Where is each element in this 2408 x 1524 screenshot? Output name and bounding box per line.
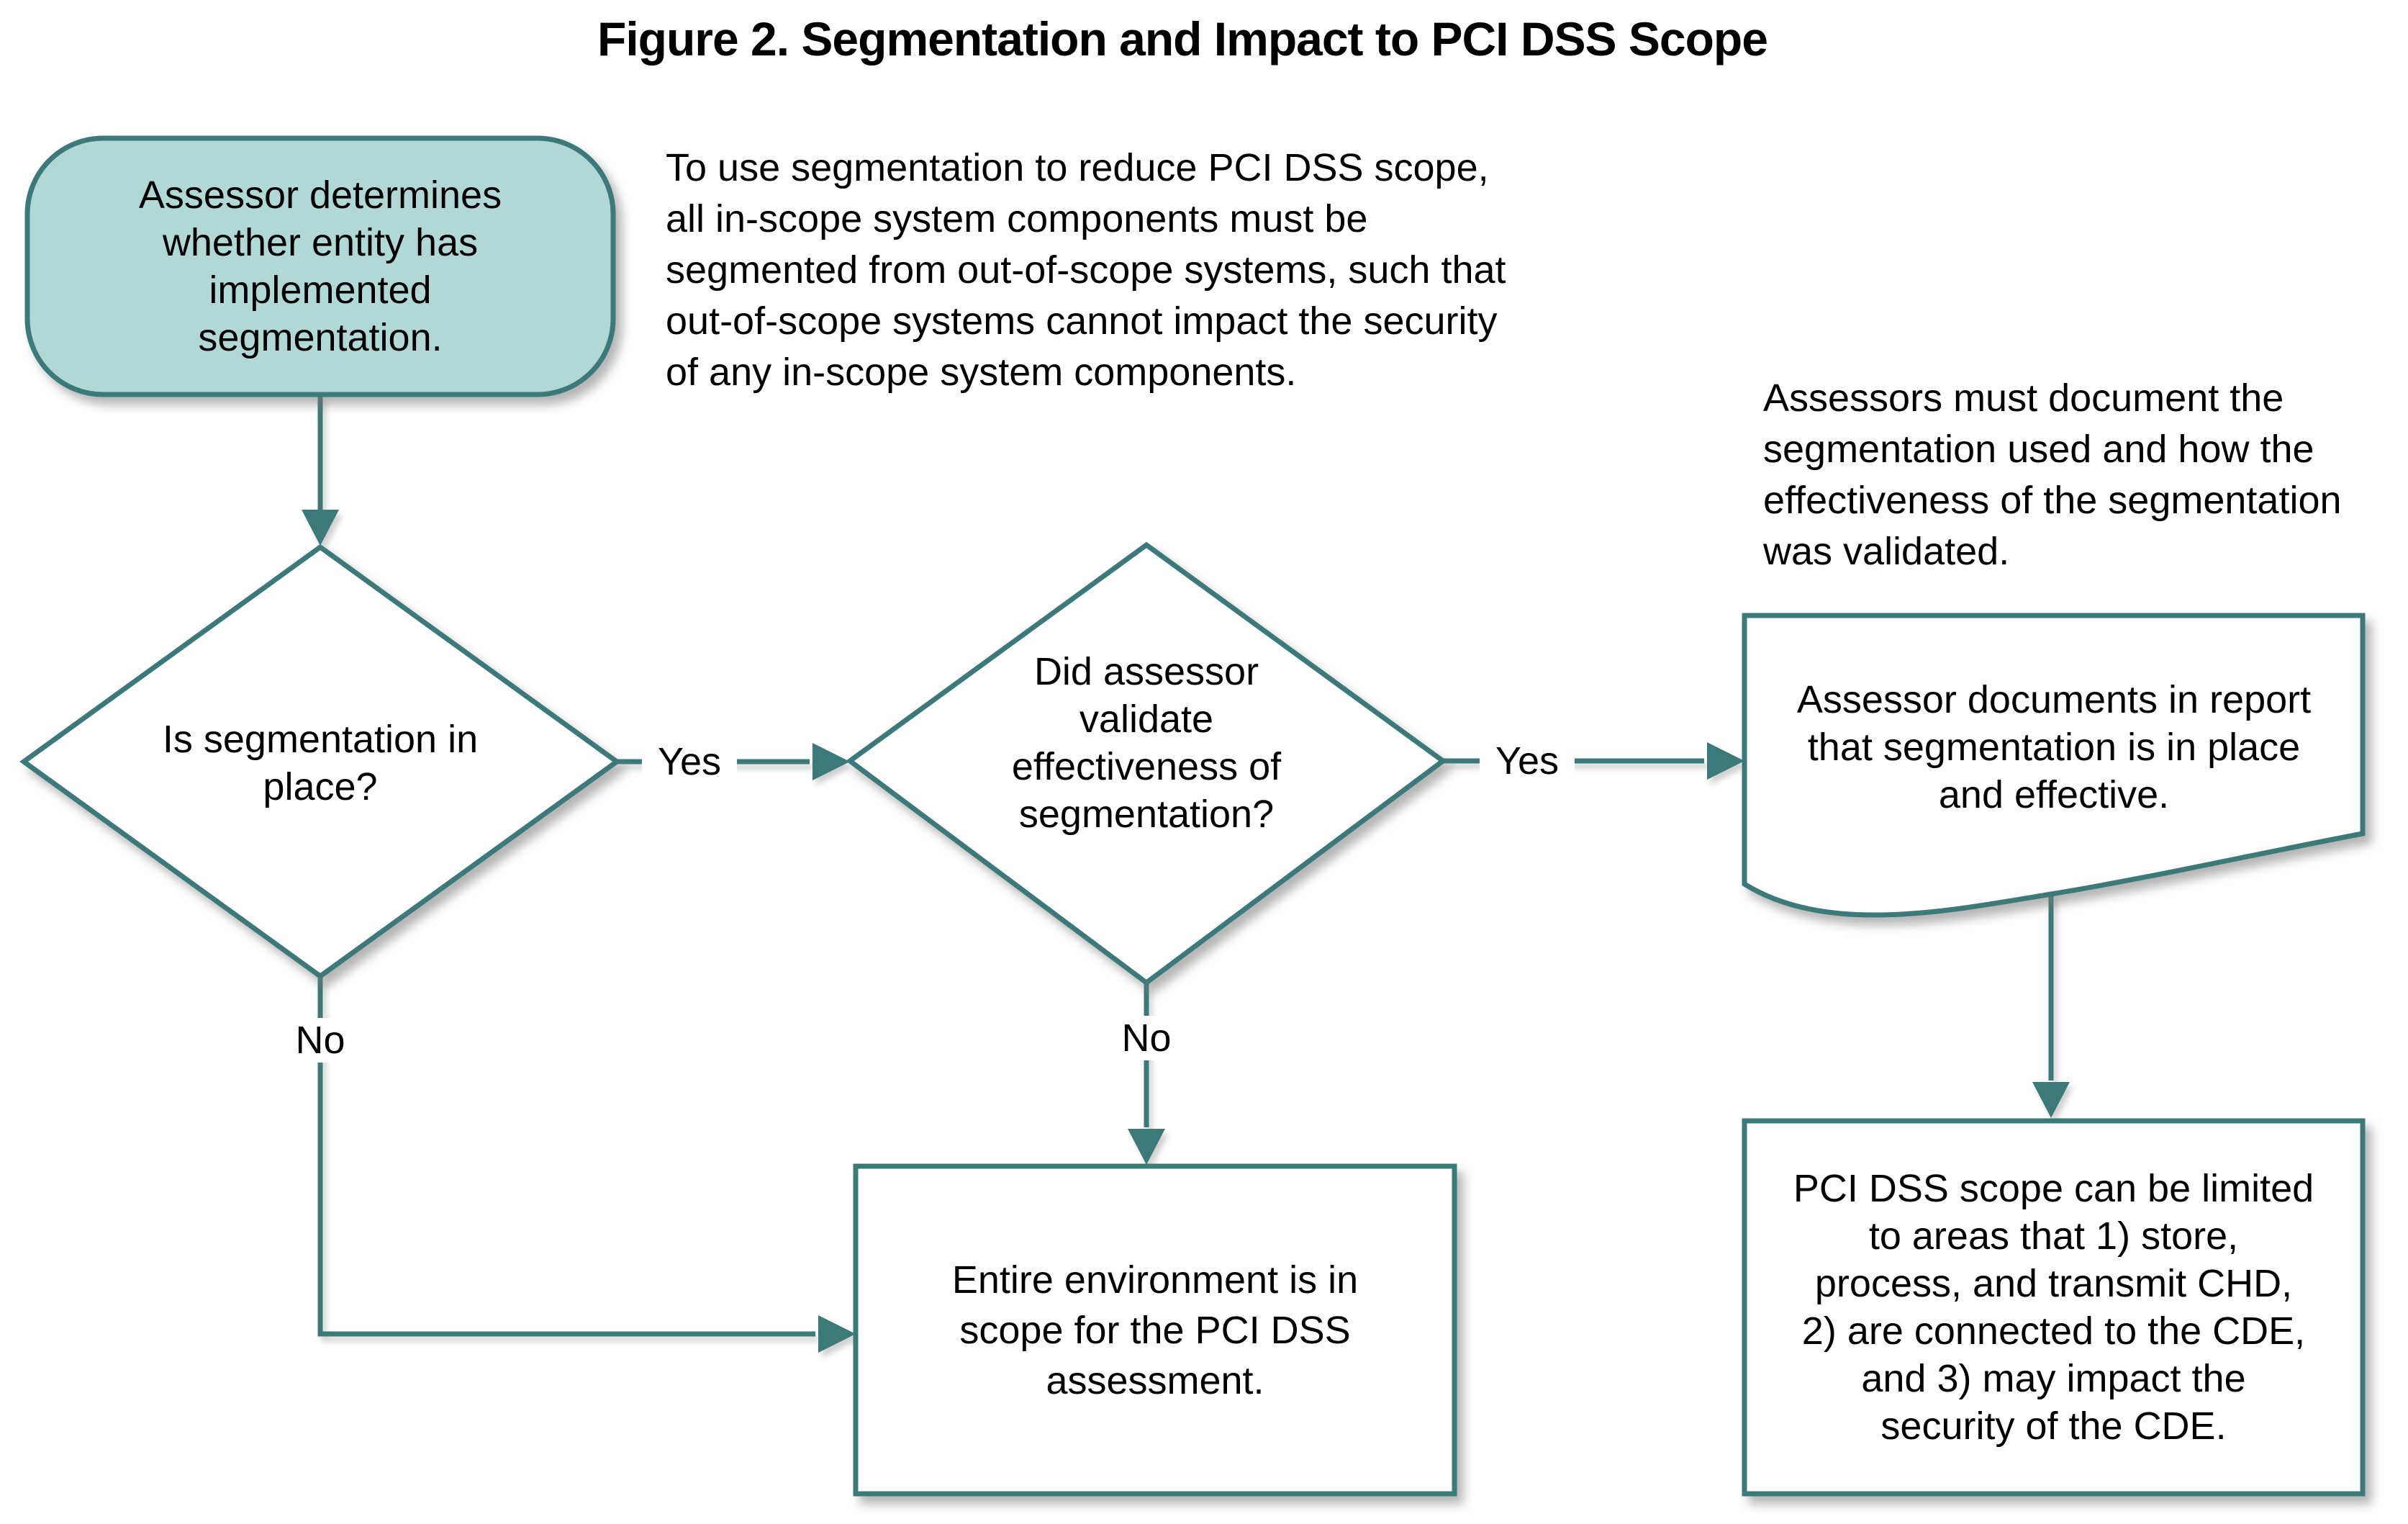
scope-limited-rect-shape	[1742, 1118, 2366, 1497]
text-line: of any in-scope system components.	[666, 351, 1297, 394]
connector-no-to-entire-environment	[317, 976, 815, 1337]
shapes	[19, 135, 2366, 1497]
start-terminator-label: Assessor determines whether entity has i…	[42, 148, 599, 385]
text-line: implemented	[209, 269, 432, 312]
text-line: whether entity has	[162, 221, 479, 264]
text-line: To use segmentation to reduce PCI DSS sc…	[666, 146, 1489, 189]
start-terminator-shape	[24, 135, 616, 397]
arrowhead-into-document	[1707, 742, 1744, 780]
arrowhead-into-decision2	[813, 743, 850, 780]
text-line: process, and transmit CHD,	[1814, 1262, 2293, 1305]
text-line: segmentation used and how the	[1763, 428, 2314, 471]
arrowhead-into-scope-limited	[2032, 1082, 2070, 1118]
text-line: scope for the PCI DSS	[959, 1308, 1351, 1352]
note-assessor-documentation: Assessors must document the segmentation…	[1763, 373, 2408, 577]
text-line: Assessors must document the	[1763, 377, 2284, 420]
text-line: Entire environment is in	[951, 1258, 1359, 1302]
edge-label-yes-2: Yes	[1479, 739, 1575, 783]
arrowhead-into-entire-environment-top	[1128, 1129, 1165, 1165]
text-line: segmentation?	[1018, 793, 1275, 836]
text-line: effectiveness of the segmentation	[1763, 479, 2342, 522]
scope-limited-label: PCI DSS scope can be limited to areas th…	[1744, 1121, 2363, 1494]
entire-environment-label: Entire environment is in scope for the P…	[856, 1166, 1454, 1494]
text-line: and effective.	[1938, 773, 2170, 816]
text-line: segmented from out-of-scope systems, suc…	[666, 248, 1506, 292]
text-line: and 3) may impact the	[1861, 1357, 2246, 1400]
edge-label-no-2: No	[1105, 1016, 1187, 1060]
text-line: validate	[1079, 698, 1214, 741]
text-line: segmentation.	[198, 316, 443, 359]
text-line: out-of-scope systems cannot impact the s…	[666, 299, 1498, 343]
text-line: 2) are connected to the CDE,	[1801, 1309, 2306, 1353]
text-line: place?	[263, 765, 378, 808]
decision1-diamond-shape	[19, 544, 621, 980]
text-line: PCI DSS scope can be limited	[1793, 1167, 2314, 1210]
note-segmentation-requirement: To use segmentation to reduce PCI DSS sc…	[666, 143, 1673, 398]
text-line: assessment.	[1046, 1358, 1264, 1402]
document-label: Assessor documents in report that segmen…	[1766, 648, 2342, 847]
text-line: effectiveness of	[1011, 745, 1282, 788]
decision1-label: Is segmentation in place?	[68, 669, 572, 857]
arrowhead-into-entire-environment-left	[818, 1315, 856, 1353]
text-line: Is segmentation in	[162, 718, 479, 761]
text-line: that segmentation is in place	[1807, 726, 2301, 769]
text-line: Assessor determines	[138, 173, 502, 217]
text-line: all in-scope system components must be	[666, 197, 1368, 240]
edge-label-no-1: No	[279, 1018, 361, 1063]
document-shape	[1742, 613, 2366, 918]
text-line: security of the CDE.	[1880, 1404, 2227, 1448]
text-line: to areas that 1) store,	[1868, 1214, 2239, 1258]
decision2-diamond-shape	[846, 541, 1447, 986]
figure-title: Figure 2. Segmentation and Impact to PCI…	[597, 12, 1768, 66]
entire-environment-rect-shape	[853, 1163, 1457, 1497]
text-line: Assessor documents in report	[1796, 678, 2312, 721]
decision2-label: Did assessor validate effectiveness of s…	[895, 648, 1398, 838]
text-line: Did assessor	[1033, 650, 1259, 693]
arrowhead-into-decision1	[302, 510, 339, 546]
text-line: was validated.	[1763, 530, 2010, 573]
edge-label-yes-1: Yes	[641, 739, 738, 784]
